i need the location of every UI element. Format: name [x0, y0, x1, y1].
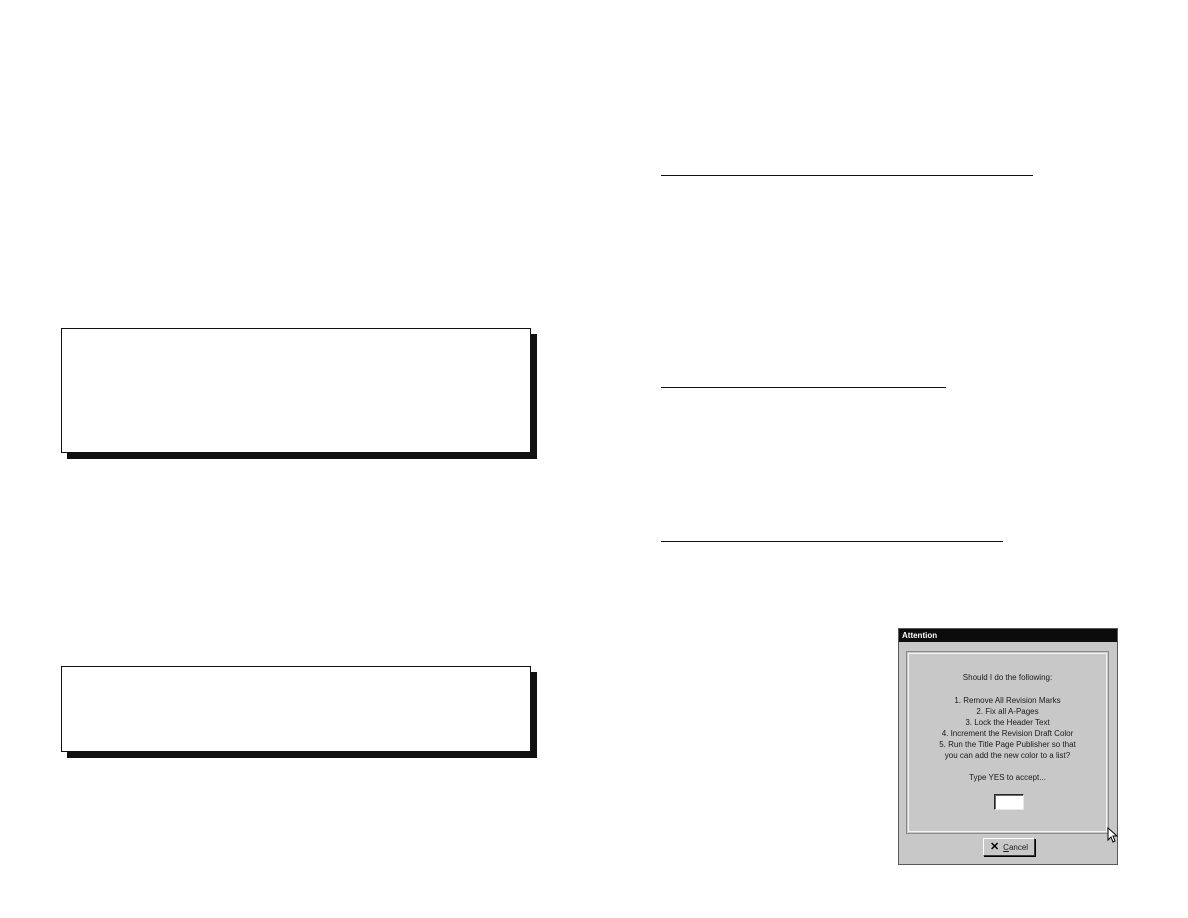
message-panel: Should I do the following: 1. Remove All…	[906, 651, 1109, 834]
answer-input[interactable]	[994, 794, 1024, 810]
step-4: 4. Increment the Revision Draft Color	[941, 729, 1074, 738]
rule-3	[661, 541, 1003, 542]
step-3: 3. Lock the Header Text	[965, 718, 1050, 727]
cancel-label: Cancel	[1003, 843, 1028, 852]
dialog-titlebar[interactable]: Attention	[899, 629, 1117, 642]
cancel-button[interactable]: ✕ Cancel	[983, 838, 1035, 856]
rule-2	[661, 387, 946, 388]
cancel-accelerator: C	[1003, 842, 1009, 852]
step-5-continued: you can add the new color to a list?	[944, 751, 1071, 760]
step-2: 2. Fix all A-Pages	[976, 707, 1039, 716]
rule-1	[661, 175, 1033, 176]
x-icon: ✕	[989, 840, 1000, 853]
cancel-label-rest: ancel	[1008, 842, 1029, 852]
step-5: 5. Run the Title Page Publisher so that	[939, 740, 1076, 749]
instruction-text: Type YES to accept...	[969, 773, 1046, 782]
step-1: 1. Remove All Revision Marks	[954, 696, 1061, 705]
shadow-box-bottom	[61, 666, 531, 752]
question-text: Should I do the following:	[962, 673, 1053, 682]
shadow-box-top	[61, 328, 531, 453]
mouse-pointer-icon	[1107, 827, 1118, 843]
attention-dialog: Attention Should I do the following: 1. …	[898, 628, 1118, 865]
steps-list: 1. Remove All Revision Marks 2. Fix all …	[909, 695, 1106, 761]
